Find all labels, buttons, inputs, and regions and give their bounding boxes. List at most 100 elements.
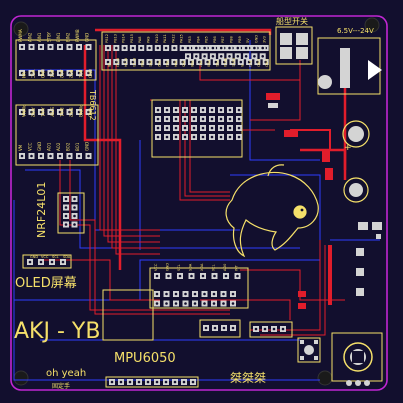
pin-hole [123, 46, 126, 50]
pin-hole [212, 292, 216, 296]
pin-label: PWMA [21, 104, 26, 117]
polarity-plus-label: + [344, 143, 352, 153]
pin-label: SDA [63, 255, 71, 259]
pin-label: GND [254, 35, 258, 43]
silkscreen-outlines [15, 26, 383, 388]
nrf-pin-grid [63, 196, 78, 228]
pin-hole [222, 60, 226, 64]
pin-label: GND [30, 255, 38, 259]
radio-module-label: NRF24L01 [35, 182, 48, 238]
pin-label: GND [85, 142, 90, 151]
pin-hole [39, 154, 43, 158]
pin-hole [165, 135, 169, 139]
pin-label: AO1 [47, 142, 52, 151]
mounting-hole-bottom-left [13, 370, 29, 386]
pin-hole [20, 110, 24, 114]
dc-jack-outline [317, 37, 381, 95]
pin-label: GND [265, 59, 269, 67]
pin-hole [156, 46, 160, 50]
resistor-r1 [266, 93, 280, 100]
pin-hole [228, 55, 231, 58]
pin-label: VB [107, 62, 111, 67]
pin-label: SCL [177, 264, 181, 271]
pin-hole [264, 60, 268, 64]
pin-label: AO2 [56, 142, 61, 151]
pin-hole [30, 110, 33, 114]
pin-hole [30, 71, 33, 75]
pin-label: XDA [200, 263, 204, 271]
chip-b-pin-row [203, 325, 236, 331]
pin-hole [186, 46, 190, 50]
pin-hole [183, 108, 187, 112]
pin-label: VCC [31, 70, 36, 79]
pin-hole [193, 302, 197, 305]
pin-hole [201, 135, 205, 139]
pin-hole [272, 327, 276, 331]
footer-header-outline [105, 376, 199, 388]
pin-label: PA6 [190, 60, 194, 67]
pin-hole [190, 274, 193, 278]
pin-hole [203, 292, 206, 296]
pin-hole [73, 214, 76, 218]
pin-hole [228, 46, 231, 50]
pin-hole [148, 60, 151, 64]
smd-ic-left [328, 245, 332, 305]
pin-hole [131, 60, 135, 64]
pin-hole [30, 154, 33, 158]
pin-hole [193, 292, 197, 296]
pin-label: PA7 [198, 60, 202, 67]
dolphin-logo [225, 164, 319, 258]
pin-hole [164, 60, 168, 64]
pin-hole [184, 302, 187, 305]
pin-hole [106, 46, 110, 50]
pin-label: VCC [28, 142, 33, 151]
pin-label: PB11 [232, 58, 236, 67]
pin-hole [231, 326, 235, 330]
nrf24l01-outline [57, 192, 85, 234]
pin-hole [128, 380, 132, 384]
pin-hole [156, 126, 160, 130]
pin-hole [195, 55, 198, 58]
pin-hole [164, 380, 168, 384]
mounting-hole-top-left [13, 21, 29, 37]
pin-hole [224, 274, 228, 278]
pin-hole [165, 108, 169, 112]
mcu-bottom-outline [149, 267, 249, 309]
resistor-r4 [325, 168, 333, 180]
pin-label: PB1 [215, 60, 219, 67]
driver-chip-label: TB6612 [88, 89, 97, 121]
pin-hole [68, 71, 71, 75]
pin-hole [219, 117, 223, 121]
pin-hole [115, 46, 118, 50]
pin-hole [213, 274, 216, 278]
pin-hole [189, 60, 193, 64]
pin-label: GND [85, 33, 90, 42]
tb6612-header-outline [15, 39, 97, 81]
pin-hole [181, 60, 184, 64]
pin-label: BO2 [69, 70, 74, 79]
pin-hole [213, 326, 217, 330]
mcu-top-outline [101, 31, 271, 71]
pin-hole [228, 126, 232, 130]
pin-hole [64, 223, 68, 226]
pin-label: STBY [47, 31, 52, 42]
author-cn-label: 固定手 [52, 382, 70, 390]
pin-hole [49, 45, 52, 49]
imu-label: MPU6050 [114, 351, 176, 366]
pin-hole [198, 60, 201, 64]
pin-label: PA2 [157, 60, 161, 67]
pin-label: PB15 [130, 34, 134, 43]
pin-hole [77, 71, 81, 75]
pin-hole [73, 197, 76, 201]
pin-label: PB0 [207, 60, 211, 67]
mpu-outline [102, 289, 154, 341]
pin-hole [156, 108, 160, 112]
pin-hole [49, 154, 52, 158]
footer-pin-row [109, 379, 196, 385]
pin-hole [28, 260, 32, 264]
pin-hole [64, 214, 68, 218]
pin-label: PA9 [147, 36, 151, 43]
pin-label: VCC [154, 263, 158, 271]
